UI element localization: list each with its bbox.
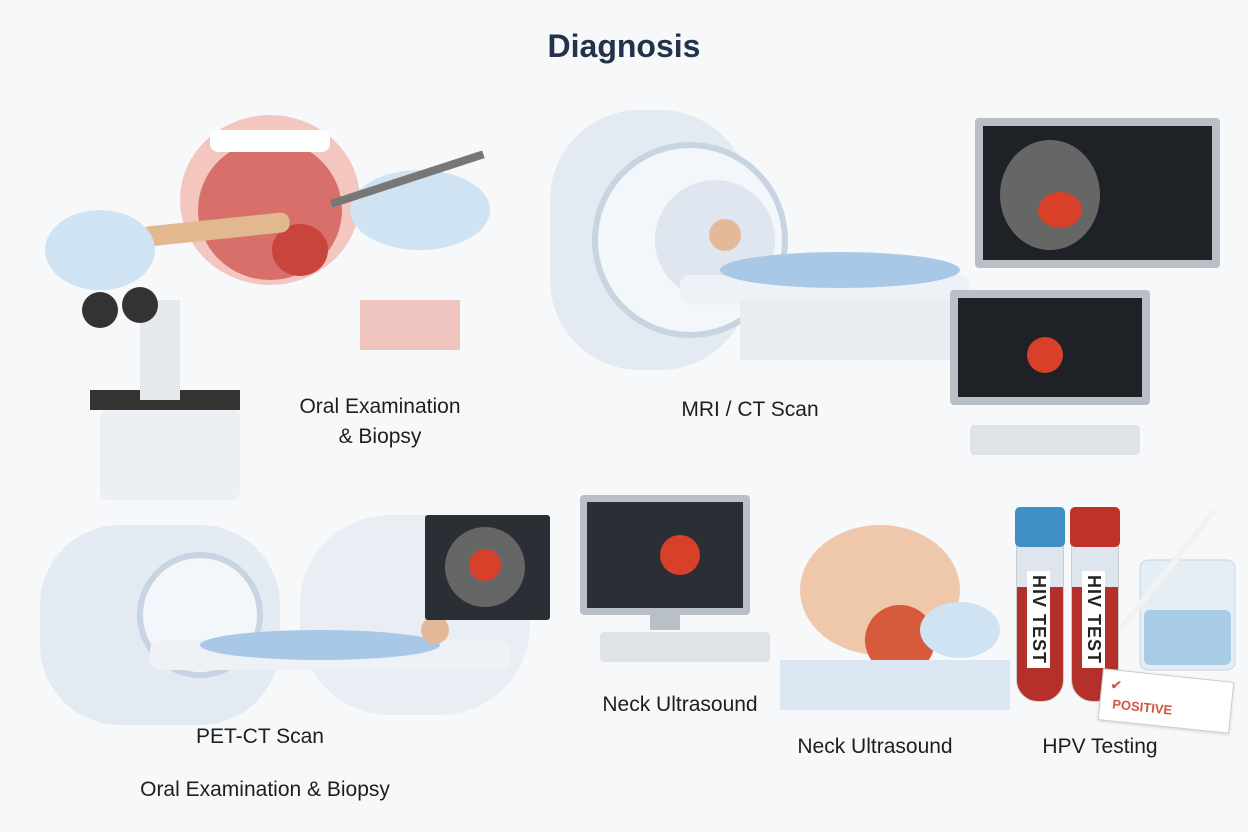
page-title: Diagnosis: [547, 28, 701, 64]
test-result-text: POSITIVE: [1111, 696, 1173, 718]
pet-ct-label: PET-CT Scan: [196, 725, 324, 748]
blue-cap-icon: [1015, 507, 1065, 547]
neck-ultrasound-label-2: Neck Ultrasound: [797, 735, 953, 758]
hpv-testing-label: HPV Testing: [1042, 735, 1158, 758]
lesion-icon: [272, 224, 328, 276]
neck-ultrasound-illustration: [580, 495, 1010, 710]
red-cap-icon: [1070, 507, 1120, 547]
oral-exam-illustration: [45, 115, 490, 500]
oral-exam-label-line2: & Biopsy: [338, 425, 422, 448]
oral-exam-label-line1: Oral Examination: [299, 395, 461, 418]
result-check-icon: ✔: [1109, 676, 1123, 694]
neck-ultrasound-label: Neck Ultrasound: [602, 693, 758, 716]
mri-scanner-illustration: [550, 110, 1220, 455]
bottom-caption-label: Oral Examination & Biopsy: [140, 778, 390, 801]
lab-container-illustration: [1120, 508, 1236, 671]
tube-2-label: HIV TEST: [1082, 571, 1105, 669]
tube-1-label: HIV TEST: [1027, 571, 1050, 669]
hiv-test-tube-1: HIV TEST: [1015, 507, 1065, 702]
pet-ct-illustration: [40, 515, 550, 725]
mri-ct-label: MRI / CT Scan: [681, 398, 819, 421]
oral-exam-label: Oral Examination & Biopsy: [260, 392, 500, 452]
